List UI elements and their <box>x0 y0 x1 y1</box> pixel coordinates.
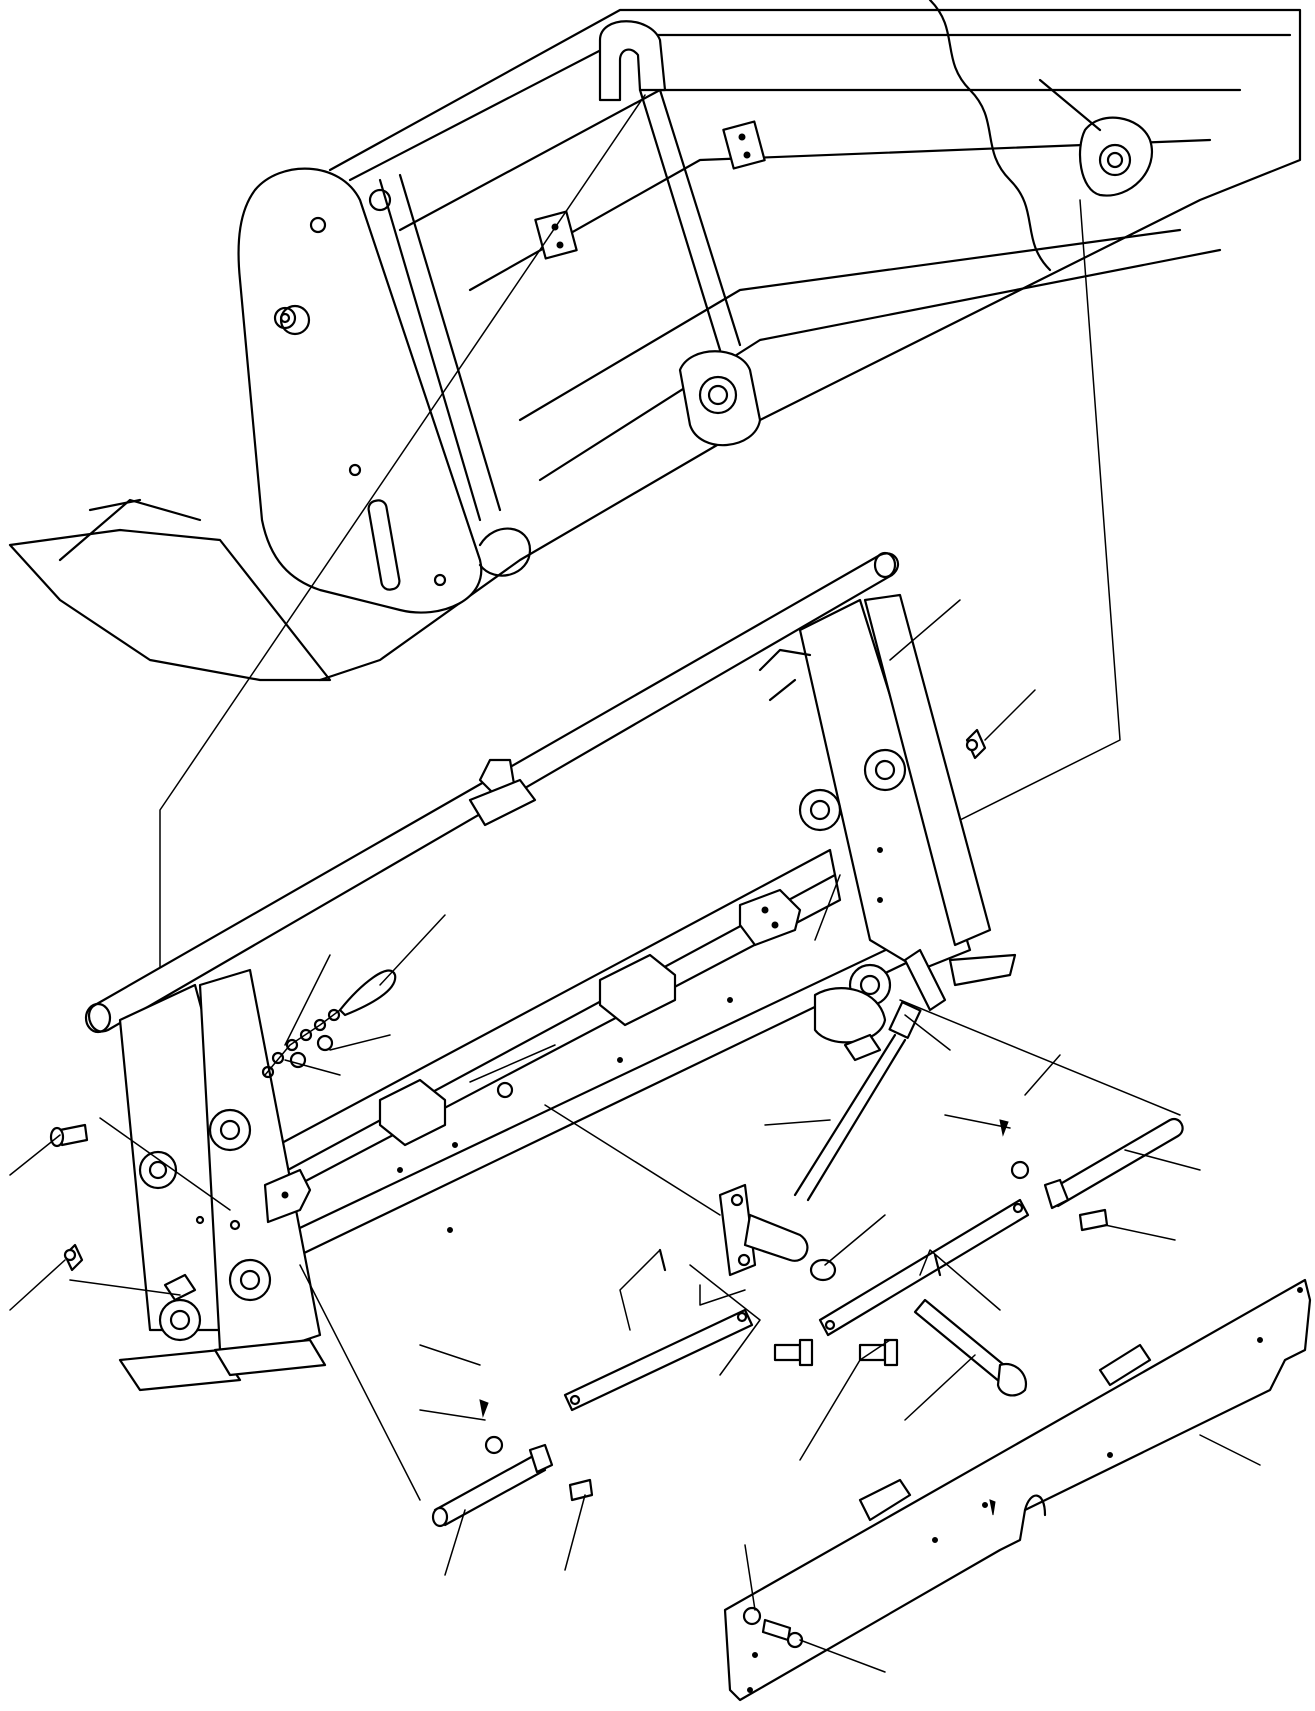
loose-fasteners <box>49 728 987 1272</box>
locking-handle <box>718 948 947 1277</box>
locking-links <box>431 1117 1184 1528</box>
guard-plate <box>723 1278 1312 1702</box>
leader-lines-bucket <box>159 94 1121 986</box>
retaining-chain <box>261 969 397 1079</box>
quick-coupler-frame <box>84 551 1017 1392</box>
bucket <box>8 0 1302 682</box>
callout-leaders <box>9 599 1261 1673</box>
